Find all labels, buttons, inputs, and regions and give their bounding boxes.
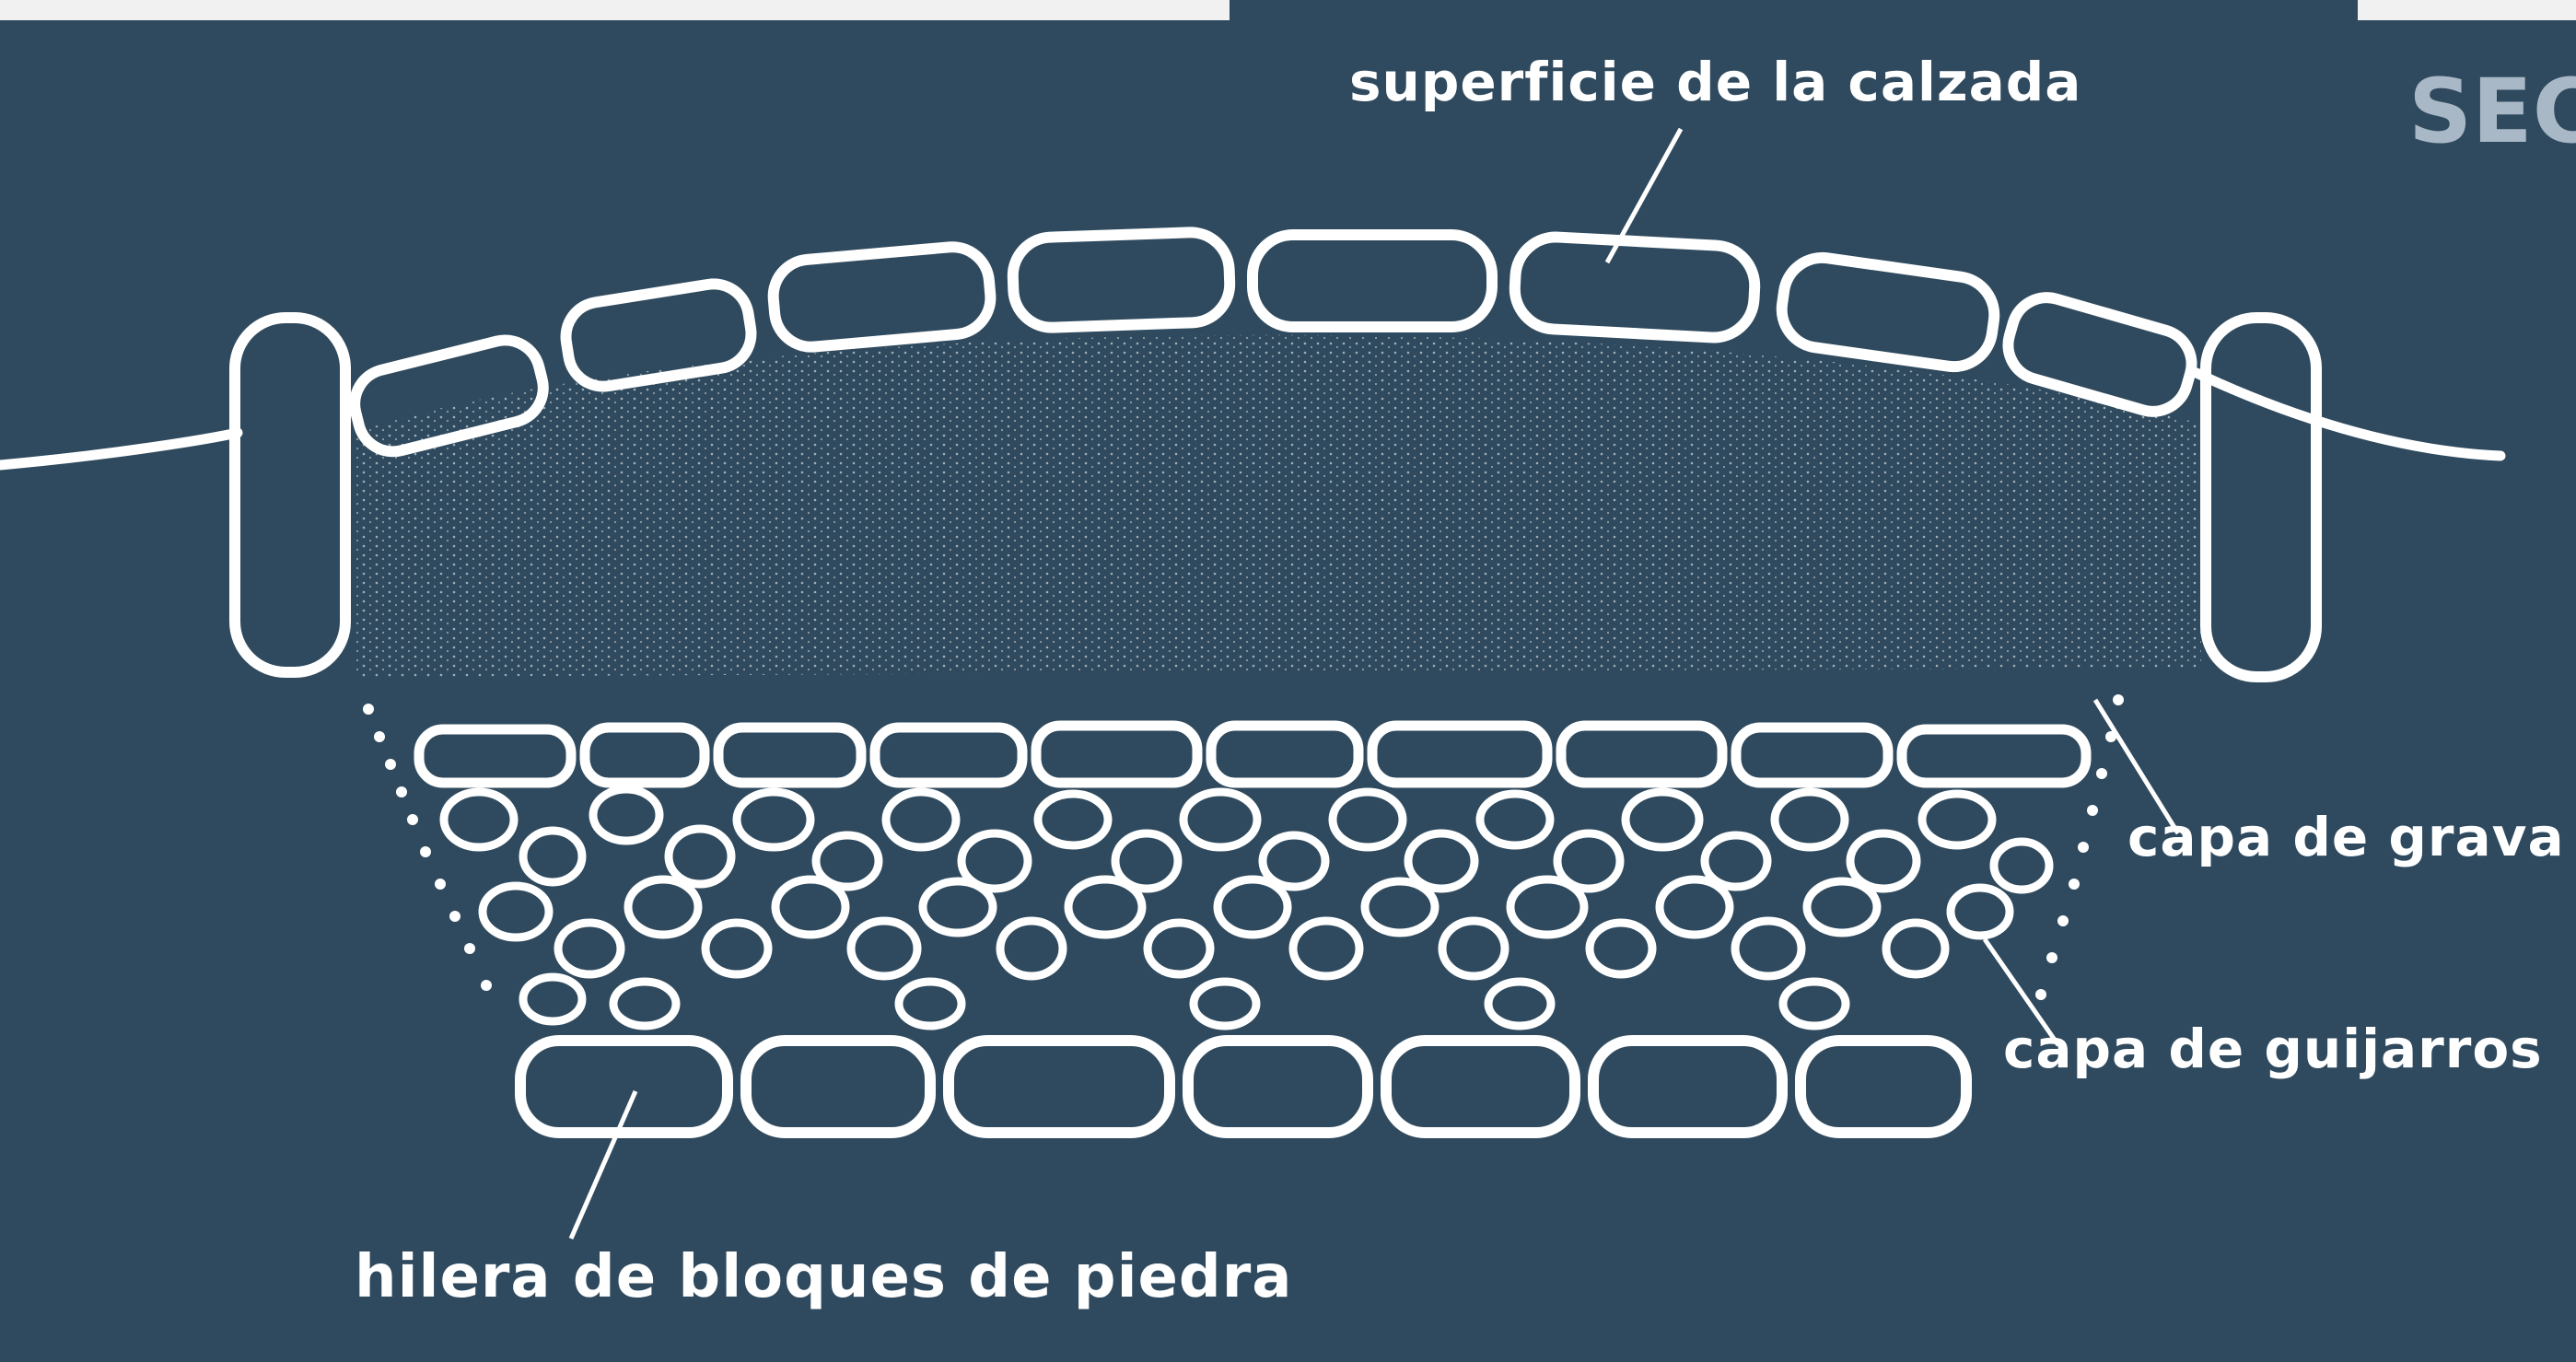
leader-blocks [571,1091,635,1239]
kerb-stone-right [2206,318,2316,677]
pebble-layer [444,789,2049,1026]
label-pebbles: capa de guijarros [2003,1018,2543,1080]
label-gravel: capa de grava [2127,806,2565,868]
foundation-blocks [520,1041,1966,1133]
leader-lines [571,129,2178,1239]
heading-fragment: SEC [2408,60,2576,163]
kerb-stone-left [235,318,345,672]
label-surface: superficie de la calzada [1349,51,2081,113]
ground-line-left [0,433,238,465]
ground-line-right [2197,373,2500,456]
label-blocks: hilera de bloques de piedra [355,1243,1292,1311]
transition-stones [419,726,2086,783]
